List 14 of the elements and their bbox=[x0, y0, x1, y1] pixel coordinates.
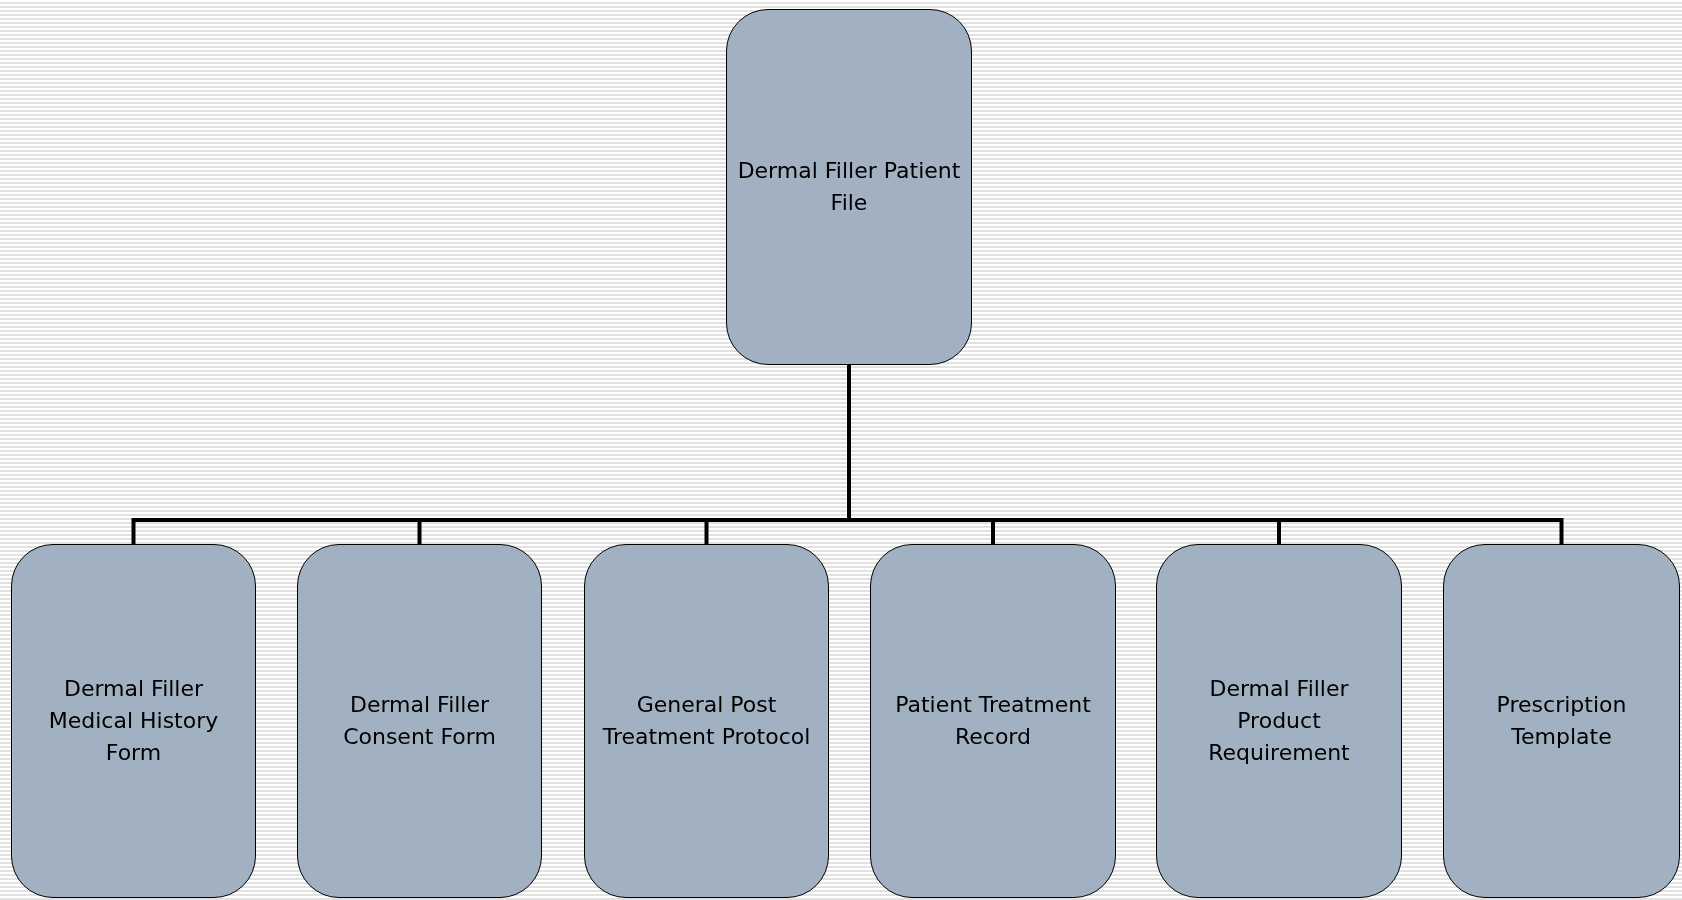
box-label: Prescription Template bbox=[1495, 691, 1628, 751]
box-label: Patient Treatment Record bbox=[894, 691, 1092, 751]
rounded-box bbox=[11, 544, 256, 898]
rounded-box bbox=[870, 544, 1116, 898]
box-label: Dermal Filler Consent Form bbox=[342, 691, 497, 751]
rounded-box bbox=[726, 9, 972, 365]
box-label: Dermal Filler Medical History Form bbox=[47, 675, 220, 767]
rounded-box bbox=[297, 544, 542, 898]
rounded-box bbox=[1156, 544, 1402, 898]
box-label: Dermal Filler Patient File bbox=[736, 157, 962, 217]
rounded-box bbox=[1443, 544, 1680, 898]
box-label: General Post Treatment Protocol bbox=[601, 691, 812, 751]
box-label: Dermal Filler Product Requirement bbox=[1207, 675, 1351, 767]
rounded-box bbox=[584, 544, 829, 898]
